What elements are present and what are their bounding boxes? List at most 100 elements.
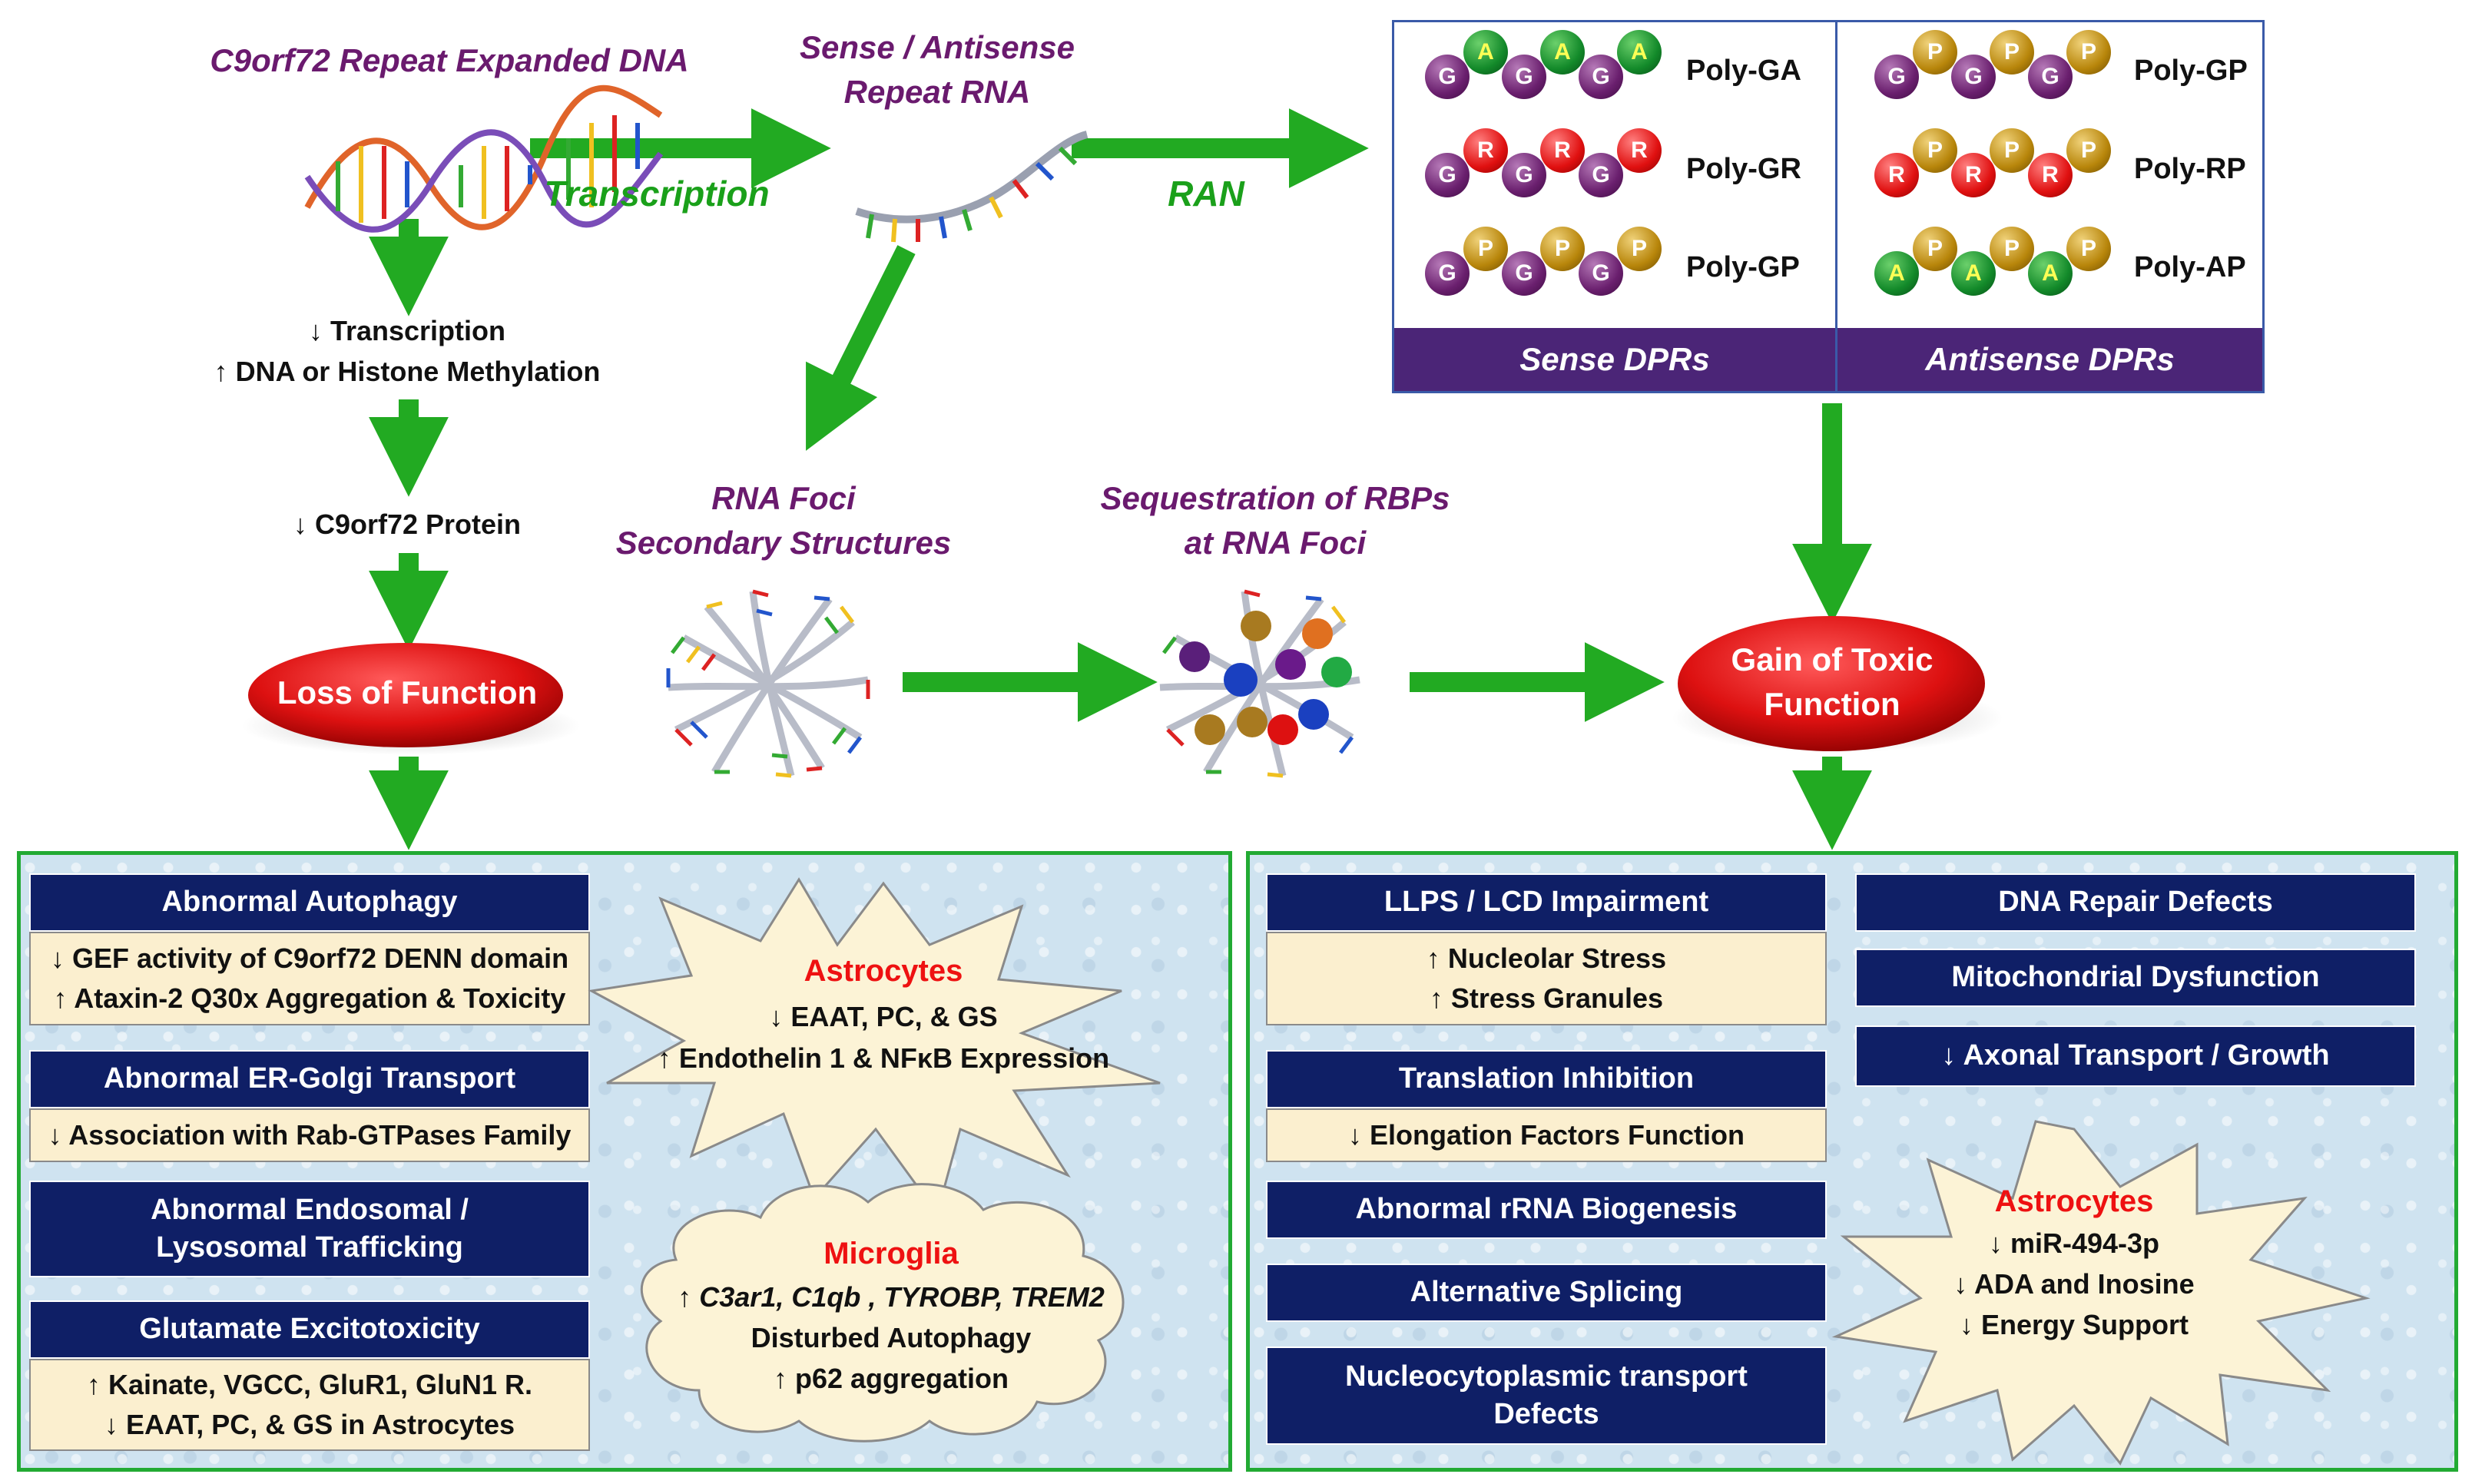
dna-repair-header: DNA Repair Defects bbox=[1855, 873, 2416, 932]
sense-dpr-bead: R bbox=[1540, 128, 1585, 173]
sense-dpr-bead: G bbox=[1502, 55, 1546, 99]
glutamate-line2: ↓ EAAT, PC, & GS in Astrocytes bbox=[104, 1409, 515, 1440]
astrocytes-starburst-right bbox=[1831, 1120, 2371, 1466]
rna-title-line2: Repeat RNA bbox=[843, 74, 1031, 110]
antisense-dpr-bead: G bbox=[1874, 55, 1919, 99]
rna-foci-icon bbox=[666, 589, 870, 778]
endosomal-header: Abnormal Endosomal / Lysosomal Trafficki… bbox=[29, 1181, 590, 1277]
nucleo-line1: Nucleocytoplasmic transport bbox=[1345, 1360, 1748, 1393]
mitochondrial-header: Mitochondrial Dysfunction bbox=[1855, 949, 2416, 1007]
loss-protein: ↓ C9orf72 Protein bbox=[293, 508, 522, 540]
antisense-dpr-bead: P bbox=[1913, 30, 1957, 75]
glutamate-header: Glutamate Excitotoxicity bbox=[29, 1300, 590, 1359]
rna-strand-icon bbox=[855, 131, 1089, 243]
sense-dpr-bead: G bbox=[1502, 251, 1546, 296]
er-golgi-box: ↓ Association with Rab-GTPases Family bbox=[29, 1108, 590, 1162]
sense-dpr-bead: G bbox=[1502, 153, 1546, 197]
endosomal-line2: Lysosomal Trafficking bbox=[156, 1231, 463, 1264]
sense-dpr-bead: G bbox=[1425, 153, 1470, 197]
microglia-line1: ↑ C3ar1, C1qb , TYROBP, TREM2 bbox=[638, 1277, 1145, 1317]
loss-of-function-label: Loss of Function bbox=[277, 674, 538, 711]
antisense-dpr-bead: P bbox=[1990, 128, 2034, 173]
antisense-dpr-bead: R bbox=[2028, 153, 2073, 197]
rrna-header: Abnormal rRNA Biogenesis bbox=[1266, 1181, 1827, 1239]
loss-transcription: ↓ Transcription bbox=[308, 315, 506, 346]
nucleocytoplasmic-header: Nucleocytoplasmic transport Defects bbox=[1266, 1347, 1827, 1445]
microglia-line2: Disturbed Autophagy bbox=[751, 1322, 1032, 1353]
dna-title: C9orf72 Repeat Expanded DNA bbox=[210, 42, 689, 78]
seq-title-line2: at RNA Foci bbox=[1184, 525, 1367, 561]
rna-title-line1: Sense / Antisense bbox=[800, 29, 1075, 65]
axonal-header: ↓ Axonal Transport / Growth bbox=[1855, 1025, 2416, 1087]
sense-dpr-bead: A bbox=[1617, 30, 1662, 75]
antisense-dpr-label: Poly-RP bbox=[2134, 153, 2246, 185]
antisense-dpr-bead: P bbox=[1913, 227, 1957, 271]
antisense-dpr-bead: R bbox=[1951, 153, 1996, 197]
sense-dpr-label: Poly-GP bbox=[1686, 251, 1800, 283]
microglia-line1-genes: C3ar1, C1qb , TYROBP, TREM2 bbox=[699, 1281, 1105, 1313]
translation-box: ↓ Elongation Factors Function bbox=[1266, 1108, 1827, 1162]
gain-of-function-label-2: Function bbox=[1764, 686, 1900, 722]
loss-of-function-oval bbox=[248, 643, 563, 747]
seq-title-line1: Sequestration of RBPs bbox=[1100, 480, 1450, 516]
sense-dpr-bead: G bbox=[1425, 251, 1470, 296]
sense-dpr-bead: G bbox=[1579, 251, 1623, 296]
sense-dpr-bead: R bbox=[1463, 128, 1508, 173]
right-astrocytes-line3: ↓ Energy Support bbox=[1959, 1309, 2189, 1340]
antisense-dpr-footer: Antisense DPRs bbox=[1837, 328, 2262, 391]
antisense-dpr-bead: A bbox=[1874, 251, 1919, 296]
left-astrocytes-title: Astrocytes bbox=[804, 954, 963, 988]
autophagy-line1: ↓ GEF activity of C9orf72 DENN domain bbox=[50, 942, 569, 974]
foci-title-line1: RNA Foci bbox=[711, 480, 856, 516]
sense-dpr-bead: R bbox=[1617, 128, 1662, 173]
dna-helix-icon bbox=[304, 84, 664, 233]
gain-of-function-label-1: Gain of Toxic bbox=[1731, 641, 1934, 677]
sense-dpr-label: Poly-GA bbox=[1686, 55, 1801, 87]
antisense-dpr-bead: P bbox=[2066, 227, 2111, 271]
sense-dpr-bead: A bbox=[1463, 30, 1508, 75]
dpr-panel: Sense DPRs Antisense DPRs bbox=[1392, 20, 2265, 393]
ran-label: RAN bbox=[1168, 174, 1244, 214]
sense-dpr-bead: P bbox=[1540, 227, 1585, 271]
nucleo-line2: Defects bbox=[1493, 1398, 1599, 1430]
sequestration-icon bbox=[1159, 589, 1360, 778]
sense-dpr-bead: G bbox=[1579, 55, 1623, 99]
antisense-dpr-bead: G bbox=[2028, 55, 2073, 99]
microglia-title: Microglia bbox=[823, 1237, 959, 1270]
llps-box: ↑ Nucleolar Stress ↑ Stress Granules bbox=[1266, 932, 1827, 1025]
glutamate-box: ↑ Kainate, VGCC, GluR1, GluN1 R. ↓ EAAT,… bbox=[29, 1359, 590, 1451]
antisense-dpr-label: Poly-GP bbox=[2134, 55, 2248, 87]
sense-dpr-bead: P bbox=[1463, 227, 1508, 271]
antisense-dpr-bead: R bbox=[1874, 153, 1919, 197]
right-astrocytes-line2: ↓ ADA and Inosine bbox=[1953, 1268, 2195, 1300]
antisense-dpr-bead: A bbox=[2028, 251, 2073, 296]
autophagy-line2: ↑ Ataxin-2 Q30x Aggregation & Toxicity bbox=[53, 982, 566, 1014]
left-astrocytes-line2: ↑ Endothelin 1 & NFκB Expression bbox=[657, 1042, 1110, 1074]
llps-line1: ↑ Nucleolar Stress bbox=[1426, 942, 1667, 974]
llps-header: LLPS / LCD Impairment bbox=[1266, 873, 1827, 932]
antisense-dpr-bead: G bbox=[1951, 55, 1996, 99]
er-golgi-header: Abnormal ER-Golgi Transport bbox=[29, 1050, 590, 1108]
sense-dpr-bead: G bbox=[1425, 55, 1470, 99]
antisense-dpr-bead: P bbox=[1913, 128, 1957, 173]
right-astrocytes-title: Astrocytes bbox=[1994, 1184, 2154, 1218]
microglia-line1-arrow: ↑ bbox=[678, 1281, 700, 1313]
sense-dpr-bead: A bbox=[1540, 30, 1585, 75]
dpr-divider bbox=[1835, 22, 1837, 391]
sense-dpr-footer: Sense DPRs bbox=[1394, 328, 1835, 391]
left-astrocytes-line1: ↓ EAAT, PC, & GS bbox=[769, 1001, 998, 1032]
microglia-line3: ↑ p62 aggregation bbox=[773, 1363, 1009, 1394]
abnormal-autophagy-box: ↓ GEF activity of C9orf72 DENN domain ↑ … bbox=[29, 932, 590, 1025]
right-astrocytes-line1: ↓ miR-494-3p bbox=[1988, 1227, 2160, 1259]
loss-methylation: ↑ DNA or Histone Methylation bbox=[214, 356, 601, 387]
translation-header: Translation Inhibition bbox=[1266, 1050, 1827, 1108]
antisense-dpr-label: Poly-AP bbox=[2134, 251, 2246, 283]
splicing-header: Alternative Splicing bbox=[1266, 1264, 1827, 1322]
antisense-dpr-bead: P bbox=[2066, 128, 2111, 173]
antisense-dpr-bead: A bbox=[1951, 251, 1996, 296]
glutamate-line1: ↑ Kainate, VGCC, GluR1, GluN1 R. bbox=[86, 1368, 533, 1400]
